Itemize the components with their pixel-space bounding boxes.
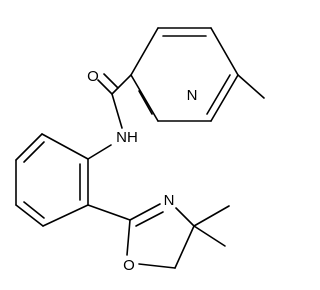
bond-ox-c2-n [129, 203, 161, 221]
oxazoline-nitrogen-label: N [164, 192, 175, 209]
pyridine-nitrogen-label: N [187, 87, 198, 104]
bond-carbonyl-c-n [111, 93, 123, 129]
structure-diagram: O N NH N O [15, 27, 265, 274]
bond-methyl-a [193, 205, 230, 227]
bond-bz-2 [15, 133, 43, 161]
bond-py-double-2 [206, 74, 231, 115]
bond-py-3 [210, 74, 239, 122]
oxazoline-ring [126, 203, 195, 269]
bond-ox-c5-o [138, 263, 176, 269]
bond-n-benzene [87, 144, 112, 160]
amide-nh-label: NH [116, 129, 138, 146]
bond-ox-n-c4 [175, 207, 195, 227]
carbonyl-oxygen-label: O [87, 68, 99, 85]
oxazoline-oxygen-label: O [123, 257, 135, 274]
bond-py-6 [130, 27, 159, 76]
bond-methyl-py [237, 74, 265, 99]
bond-carbonyl-c-o-double [103, 73, 119, 89]
bond-ox-c2-n-double [135, 211, 164, 227]
bond-bz-5 [42, 204, 89, 227]
pyridine-ring [130, 27, 239, 122]
bond-bz-1 [41, 133, 89, 160]
bond-py-2 [210, 27, 239, 76]
bond-ox-o-c2 [126, 219, 131, 256]
bond-carbonyl-c-o [97, 79, 113, 95]
bond-bz-4 [15, 204, 44, 227]
bond-ox-c4-c5 [174, 225, 195, 269]
bond-py-double-3 [138, 90, 153, 115]
benzene-ring [15, 133, 89, 227]
bond-bz-double-1 [23, 141, 45, 163]
bond-carbonyl-ring [111, 74, 132, 95]
bond-methyl-b [193, 225, 226, 247]
bond-benzene-oxazoline [87, 204, 131, 221]
bond-py-5 [130, 74, 159, 122]
bond-bz-double-2 [23, 201, 45, 219]
molecule-canvas: O N NH N O [15, 27, 265, 274]
